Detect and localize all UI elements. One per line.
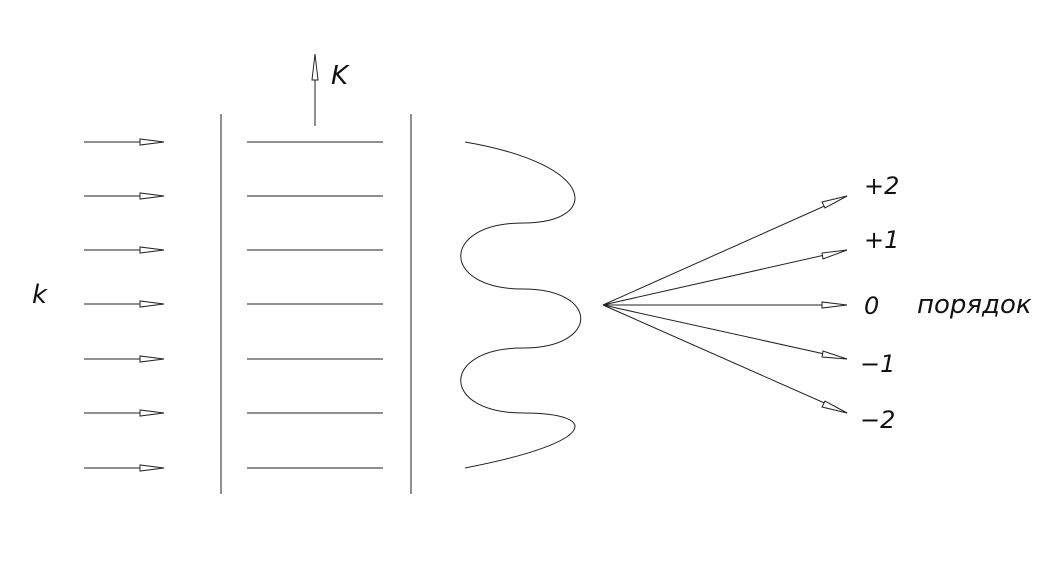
ray-order-minus-1 bbox=[602, 304, 848, 360]
order-label-plus-2: +2 bbox=[864, 172, 899, 200]
incident-wavevector-label: k bbox=[32, 280, 48, 310]
incident-arrow bbox=[84, 138, 165, 146]
ray-order-plus-2 bbox=[602, 195, 848, 306]
incident-arrow bbox=[84, 192, 165, 200]
order-label-0: 0 bbox=[864, 292, 879, 320]
grating-vector-arrow bbox=[311, 53, 319, 126]
order-label-minus-2: −2 bbox=[860, 406, 895, 434]
diffracted-order-rays bbox=[602, 195, 848, 414]
incident-arrow bbox=[84, 464, 165, 472]
ray-order-0 bbox=[603, 301, 848, 309]
order-label-plus-1: +1 bbox=[864, 226, 899, 254]
incident-arrow bbox=[84, 355, 165, 363]
incident-arrow bbox=[84, 409, 165, 417]
ray-order-minus-2 bbox=[602, 304, 848, 414]
grating-vector-label: K bbox=[331, 61, 350, 91]
ray-order-plus-1 bbox=[602, 249, 848, 306]
modulated-wavefront bbox=[460, 141, 581, 469]
incident-wave-arrows bbox=[84, 138, 165, 472]
incident-arrow bbox=[84, 246, 165, 254]
order-label-minus-1: −1 bbox=[860, 350, 895, 378]
grating-lines bbox=[247, 141, 383, 469]
order-word-label: порядок bbox=[917, 290, 1032, 320]
incident-arrow bbox=[84, 300, 165, 308]
